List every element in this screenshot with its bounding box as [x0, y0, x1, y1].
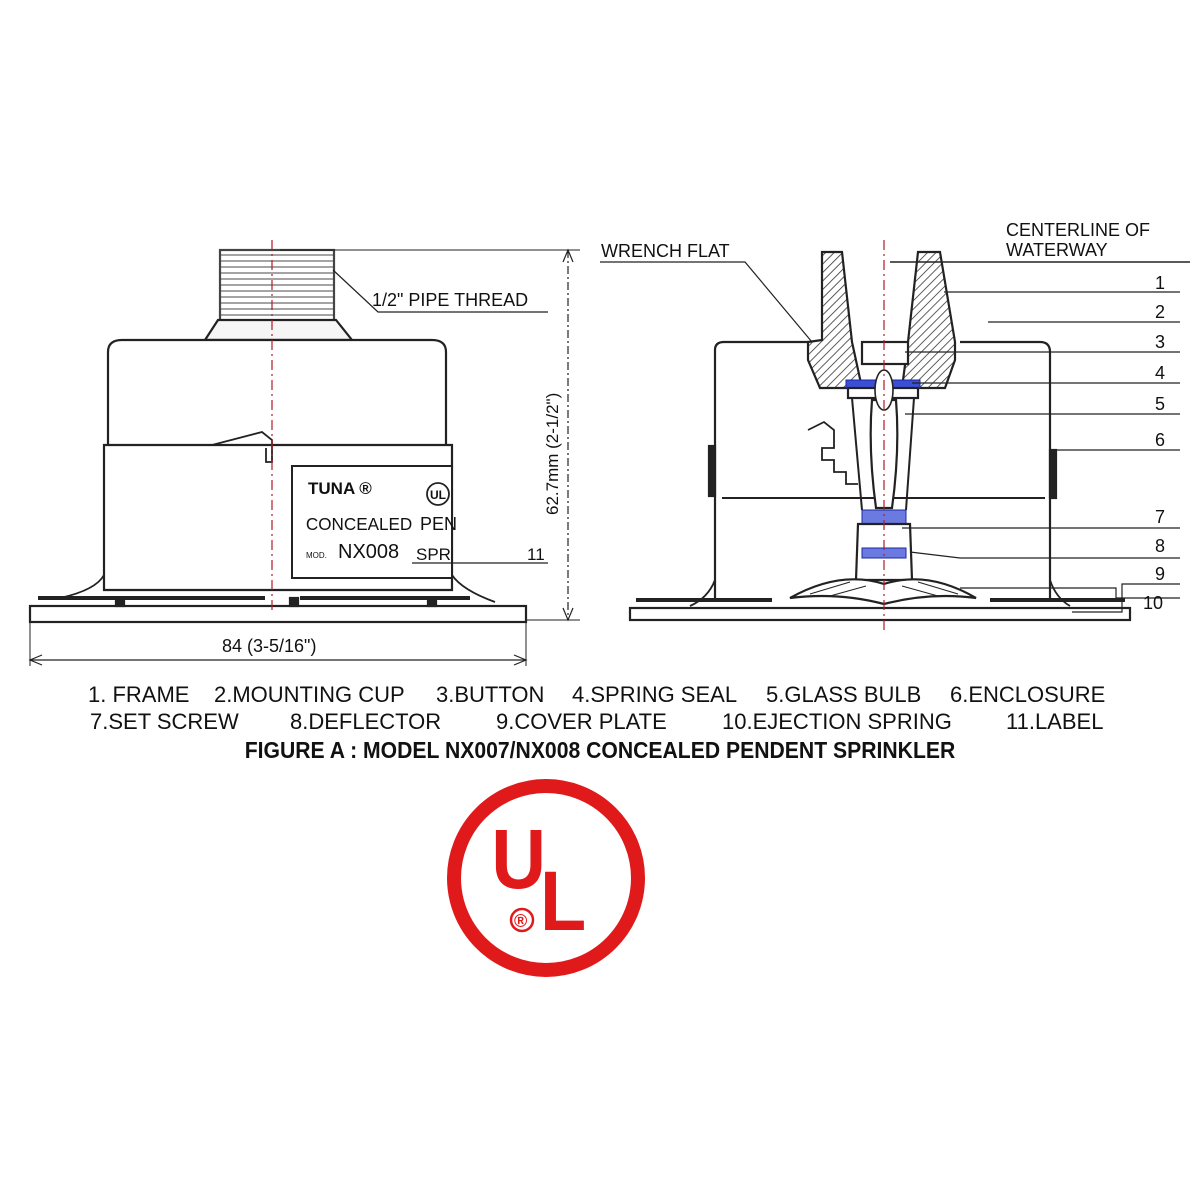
callout-3: 3 [1155, 332, 1165, 352]
wrench-flat-label: WRENCH FLAT [601, 241, 730, 261]
legend-item-deflector: 8.DEFLECTOR [290, 709, 442, 734]
ul-logo-u: U [491, 812, 546, 906]
pipe-thread [218, 248, 336, 327]
callout-9: 9 [1155, 564, 1165, 584]
legend-item-frame: 1. FRAME [88, 682, 190, 707]
pipe-thread-label: 1/2" PIPE THREAD [372, 290, 528, 310]
callout-10: 10 [1143, 593, 1163, 613]
label-line1: CONCEALED [306, 514, 412, 535]
legend-item-cover-plate: 9.COVER PLATE [496, 709, 667, 734]
mounting-cup [106, 338, 448, 445]
right-section-view [600, 240, 1190, 632]
ul-logo-ring [447, 779, 645, 977]
legend-item-ejection-spring: 10.EJECTION SPRING [722, 709, 952, 734]
callout-2: 2 [1155, 302, 1165, 322]
label-plate [291, 465, 453, 579]
label-line2-cut: SPR [416, 545, 451, 564]
centerline-label-1: CENTERLINE OF [1006, 220, 1150, 240]
ul-logo-l: L [540, 854, 586, 948]
legend-item-spring-seal: 4.SPRING SEAL [572, 682, 738, 707]
callout-8: 8 [1155, 536, 1165, 556]
callout-6: 6 [1155, 430, 1165, 450]
cover-plate [28, 604, 528, 624]
callout-5: 5 [1155, 394, 1165, 414]
frame-body-right [900, 250, 957, 390]
frame-body [806, 250, 864, 390]
legend-item-glass-bulb: 5.GLASS BULB [766, 682, 922, 707]
label-model: NX008 [338, 541, 399, 563]
callout-11: 11 [527, 545, 545, 564]
left-side-view [28, 240, 580, 666]
small-ul-mark: UL [426, 482, 450, 506]
cover-plate-section [628, 606, 1132, 622]
ejection-spring [807, 420, 858, 485]
centerline-label-2: WATERWAY [1006, 240, 1108, 260]
figure-caption: FIGURE A : MODEL NX007/NX008 CONCEALED P… [244, 737, 956, 763]
legend-item-button: 3.BUTTON [436, 682, 545, 707]
label-line1-cut: PEN [420, 514, 457, 534]
ul-registered-mark: ® [514, 911, 527, 931]
hex-nut [202, 318, 355, 342]
callout-4: 4 [1155, 363, 1165, 383]
legend-item-enclosure: 6.ENCLOSURE [950, 682, 1106, 707]
height-dimension-label: 62.7mm (2-1/2") [543, 393, 562, 515]
ul-logo: U L ® [447, 779, 645, 977]
svg-text:UL: UL [430, 488, 446, 502]
legend-item-set-screw: 7.SET SCREW [90, 709, 239, 734]
width-dimension-label: 84 (3-5/16") [222, 636, 316, 656]
legend-item-label: 11.LABEL [1006, 709, 1104, 734]
legend-item-mounting-cup: 2.MOUNTING CUP [214, 682, 405, 707]
label-brand: TUNA ® [308, 479, 372, 498]
button-part [860, 340, 910, 366]
label-model-prefix: MOD. [306, 551, 327, 560]
callout-1: 1 [1155, 273, 1165, 293]
callout-7: 7 [1155, 507, 1165, 527]
